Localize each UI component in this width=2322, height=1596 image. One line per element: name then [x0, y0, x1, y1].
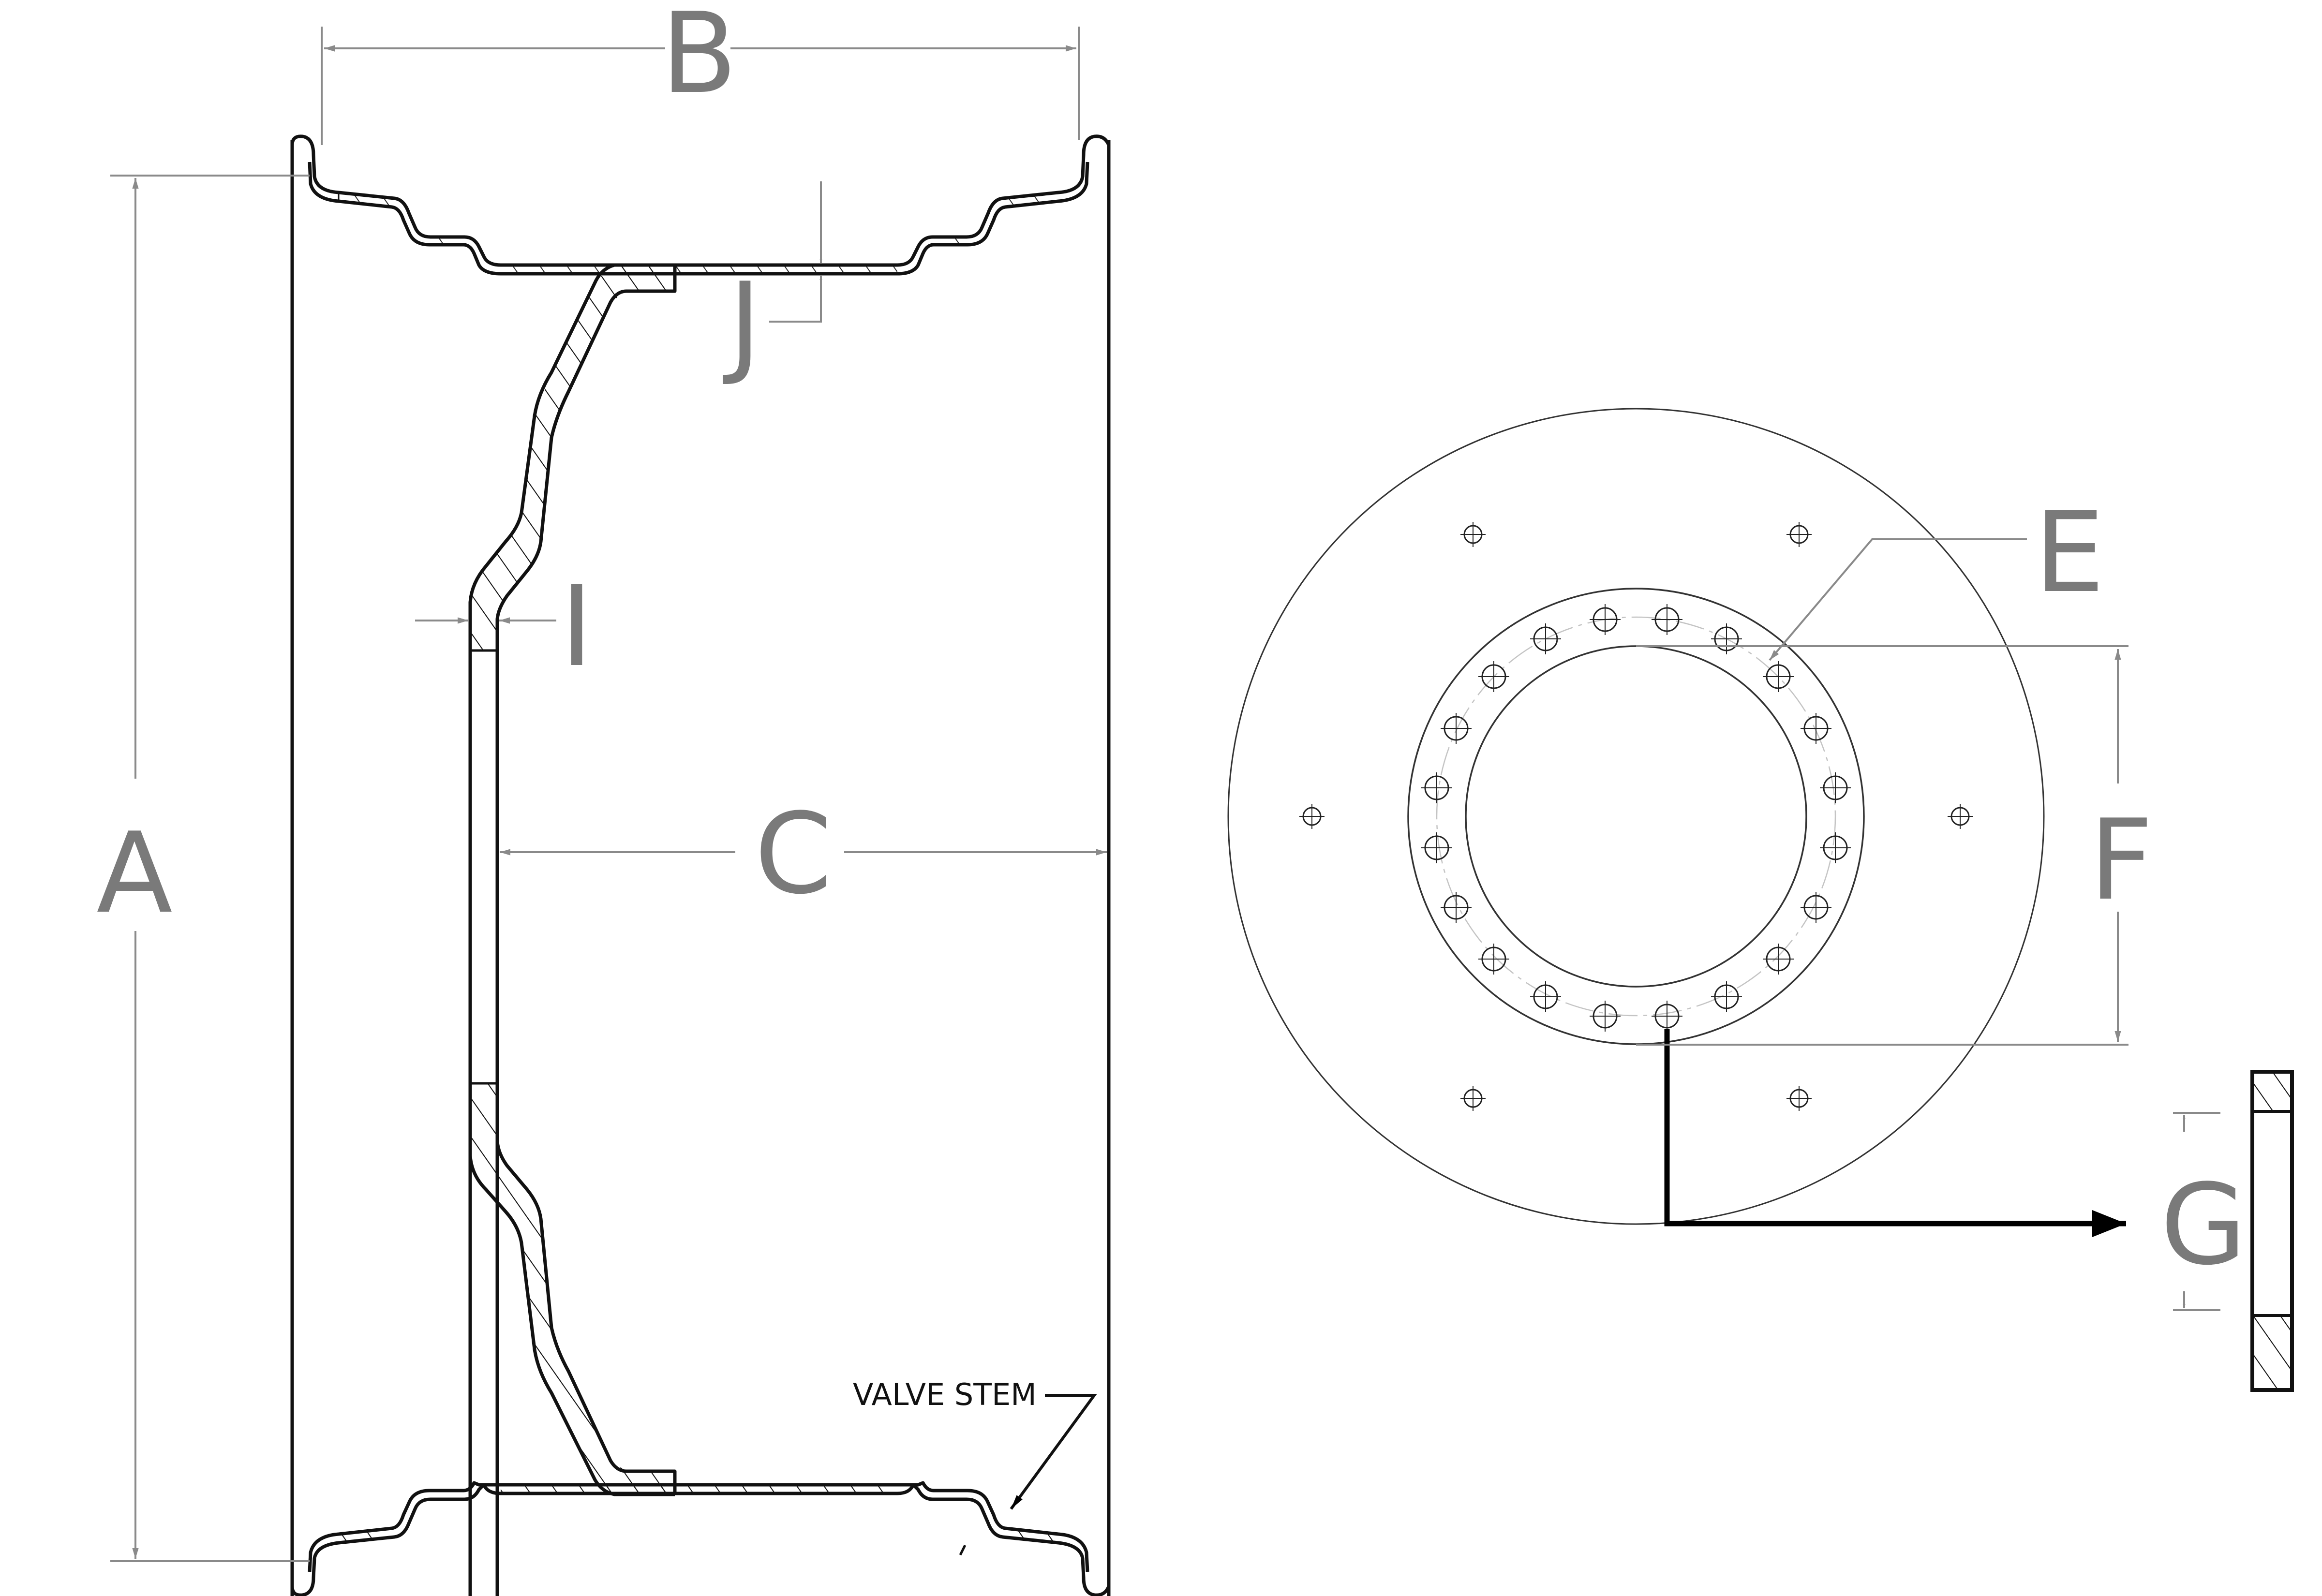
dimension-label-A: A: [96, 809, 172, 938]
valve-stem-label: VALVE STEM: [853, 1377, 1037, 1412]
dimension-label-I: I: [560, 562, 593, 692]
bolt-circle-centerline: [1436, 616, 1836, 1017]
rim-section-view: VALVE STEM: [290, 134, 1111, 1596]
dimension-label-G: G: [2160, 1161, 2247, 1290]
dimension-B: [321, 27, 1080, 145]
disc-front-view: [1227, 408, 2126, 1237]
dimension-A: [110, 175, 310, 1562]
dimension-label-E: E: [2034, 488, 2104, 618]
dimension-G: [2173, 1112, 2220, 1311]
dimension-F: [1636, 645, 2128, 1046]
section-cut-line: [1664, 1029, 2126, 1237]
dimension-label-J: J: [723, 259, 761, 388]
rim-top-profile: [290, 134, 1111, 276]
disc-web-lower-hatch: [470, 1083, 675, 1494]
disc-web-upper-hatch: [470, 265, 675, 650]
dimension-label-F: F: [2089, 796, 2153, 925]
mounting-ring-outer: [1407, 588, 1865, 1045]
dimension-J: [769, 181, 822, 323]
dimension-label-B: B: [661, 0, 737, 118]
rim-bottom-profile: [290, 1481, 1111, 1596]
rim-top-hatch: [339, 192, 1058, 274]
rim-bottom-hatch: [339, 1485, 1058, 1543]
bolt-holes: [1420, 603, 1852, 1033]
dimension-label-C: C: [755, 790, 833, 919]
disc-outer-circle: [1227, 408, 2045, 1225]
center-bore: [1465, 645, 1807, 988]
section-G-detail: [2250, 1070, 2294, 1392]
valve-stem-callout: VALVE STEM: [853, 1377, 1097, 1556]
dimension-E: [1769, 538, 2027, 661]
outer-holes: [1298, 521, 1974, 1112]
